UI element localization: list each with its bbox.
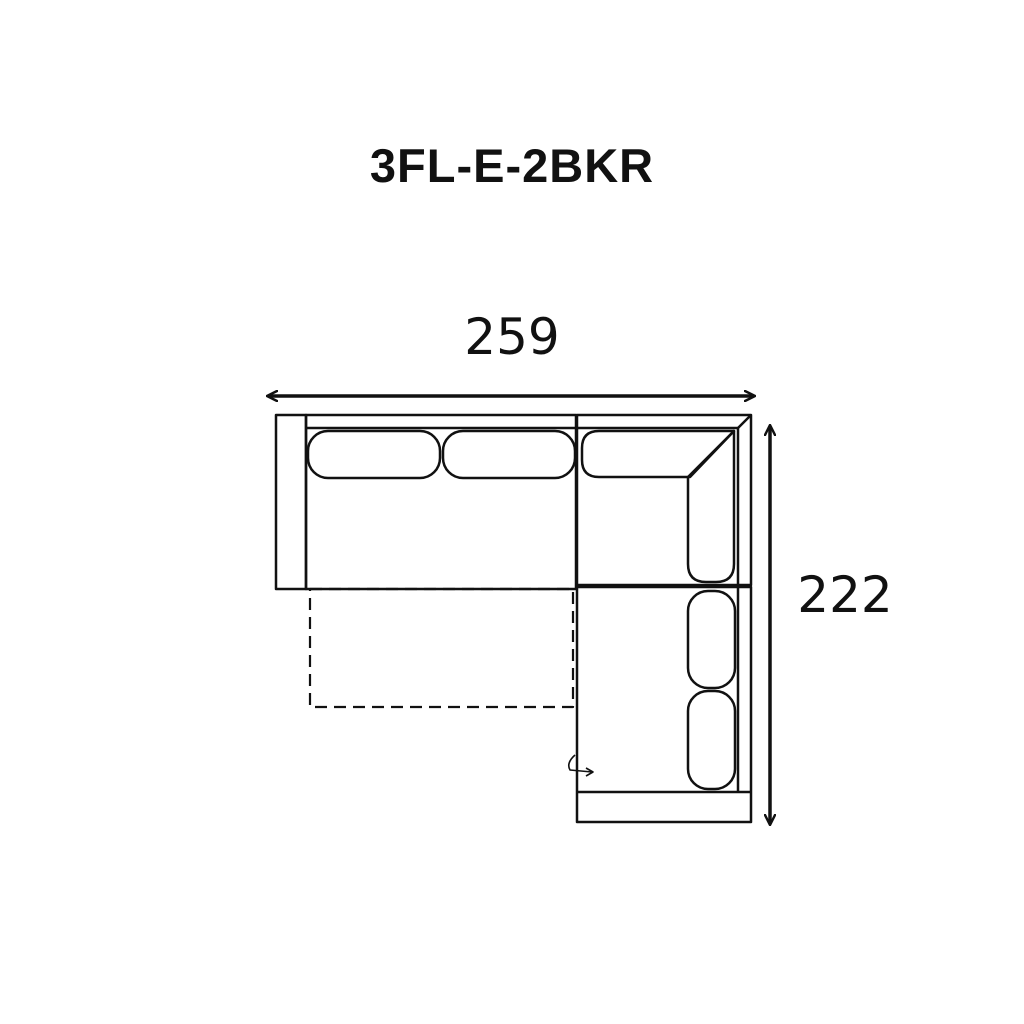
back-cushion-1 [306,429,442,480]
depth-dimension-label: 222 [797,566,893,624]
storage-arrow-icon [568,754,593,773]
two-seat-module [304,413,578,591]
corner-back-cushion [580,429,736,479]
corner-module [575,413,753,587]
side-cushion-1 [686,589,737,690]
width-dimension-label: 259 [464,308,560,366]
side-cushion-2 [686,689,737,791]
sleep-extension-dashed [308,587,575,709]
corner-side-cushion [686,429,736,584]
corner-diagonal [737,414,752,429]
chaise-module [575,585,753,824]
back-cushion-2 [441,429,577,480]
left-armrest [274,413,308,591]
model-code-title: 3FL-E-2BKR [369,139,655,192]
